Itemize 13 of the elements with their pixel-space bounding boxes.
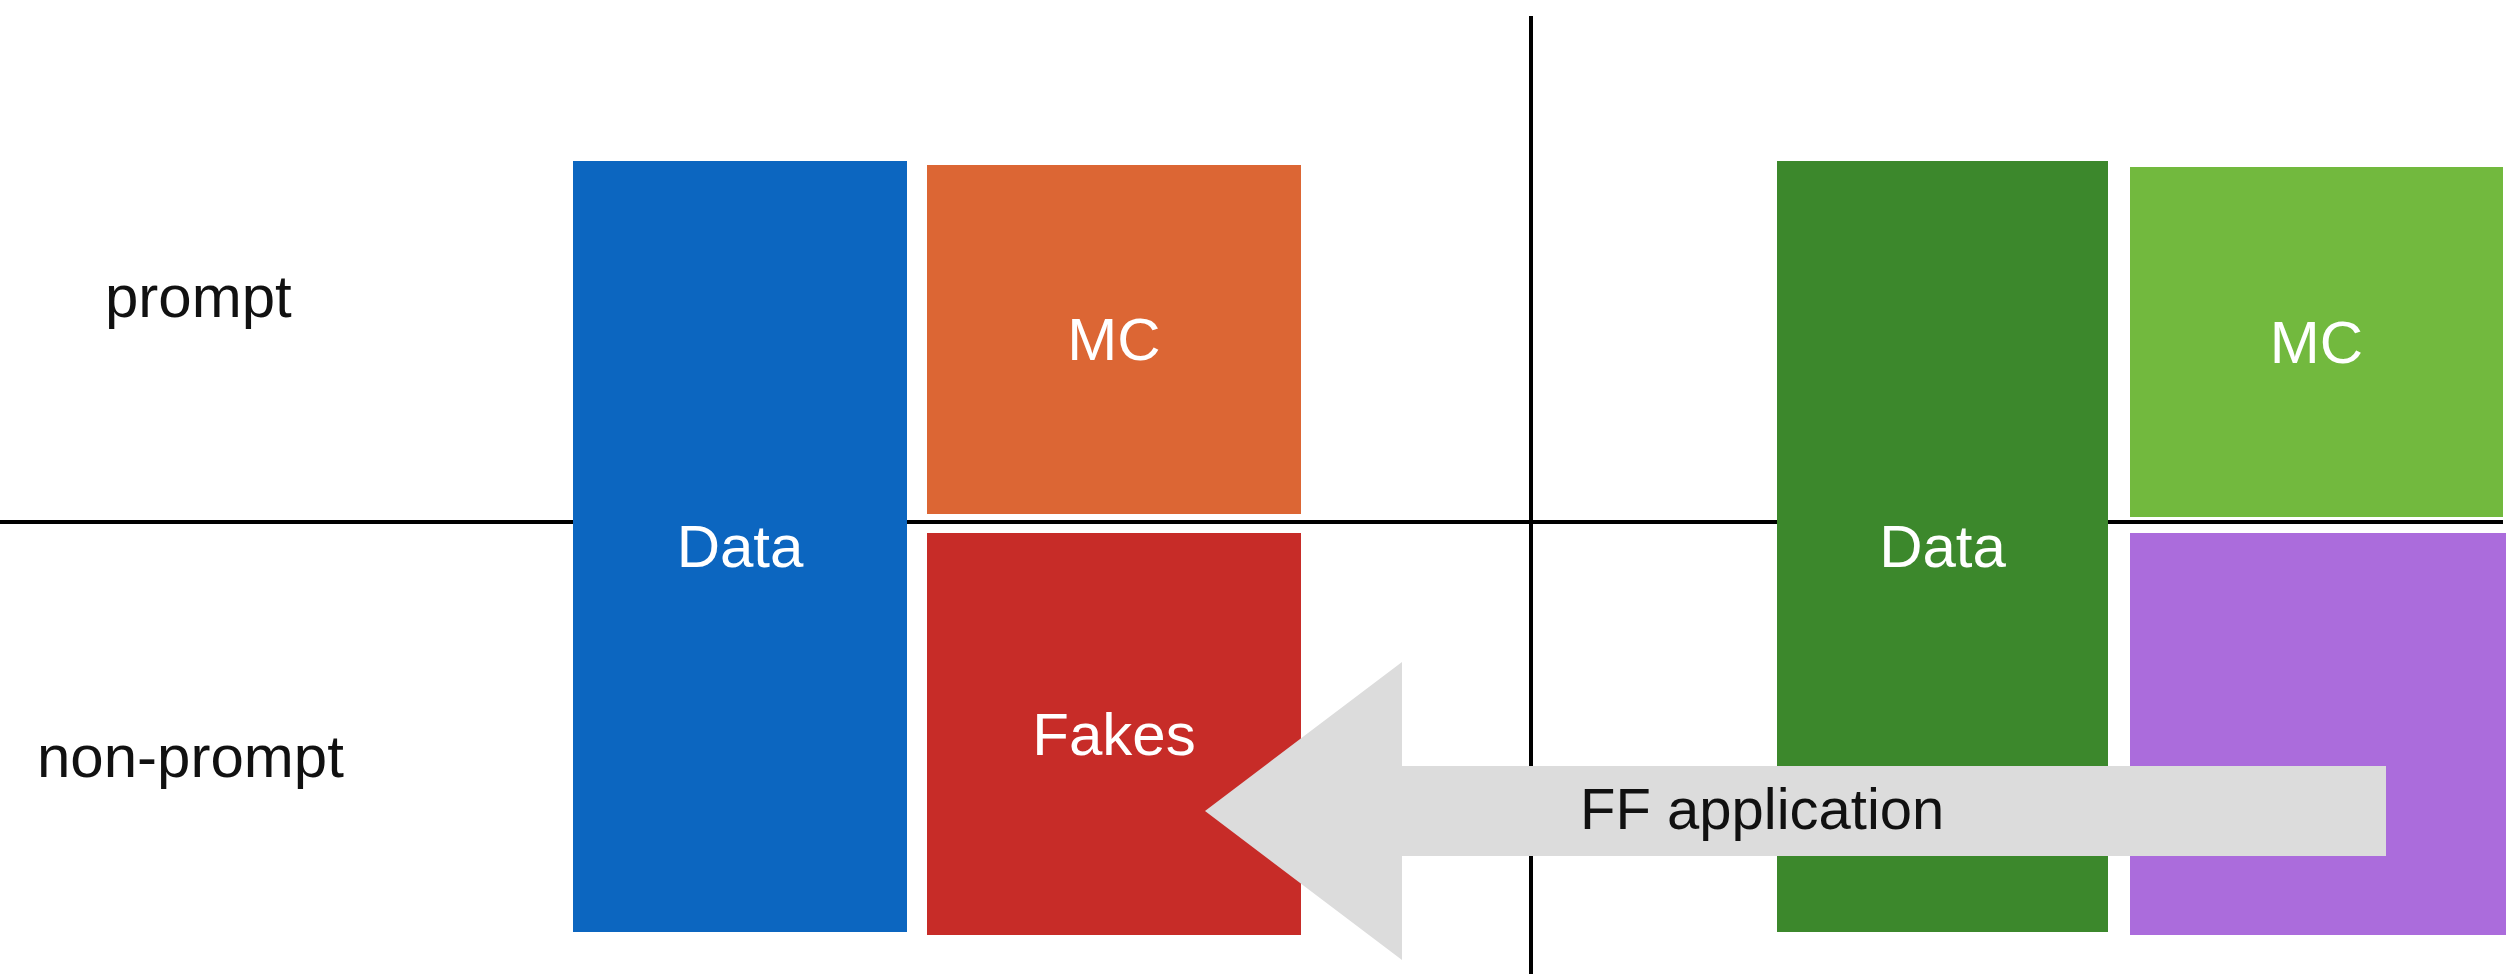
block-label: MC [1067,305,1161,374]
block-label: MC [2269,307,2364,377]
block-label: Data [676,512,804,581]
row-label: prompt [105,262,292,331]
edge-label: FF application [1580,775,1945,842]
block-label: Data [1879,512,2006,581]
block-label: Fakes [1032,699,1196,769]
colored-block [2130,167,2503,517]
colored-block [927,533,1301,935]
colored-block [573,161,907,932]
row-label: non-prompt [37,722,344,791]
block-arrow [1205,662,2386,960]
colored-block [927,165,1301,514]
